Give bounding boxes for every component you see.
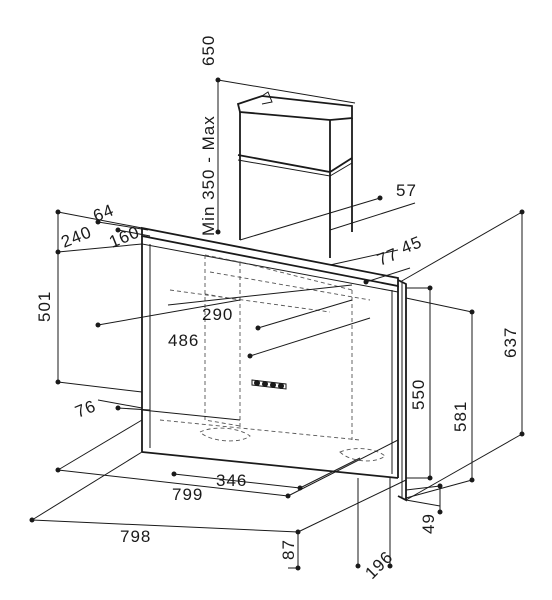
label-290: 290: [202, 305, 233, 324]
label-77: 77: [374, 244, 401, 269]
label-486: 486: [168, 331, 199, 350]
hood-body: [141, 226, 407, 502]
label-501: 501: [35, 291, 54, 322]
label-637: 637: [501, 327, 520, 358]
label-581: 581: [451, 401, 470, 432]
label-346: 346: [216, 471, 247, 490]
label-799: 799: [172, 485, 203, 504]
label-chimney-max: 650: [199, 35, 218, 66]
label-196: 196: [361, 547, 397, 583]
label-550: 550: [409, 379, 428, 410]
control-button-icon: [254, 380, 260, 386]
label-240: 240: [58, 222, 94, 251]
label-chimney-range: Min 350 - Max: [199, 115, 218, 236]
label-798: 798: [120, 527, 151, 546]
label-64: 64: [90, 200, 117, 225]
label-45: 45: [398, 232, 425, 257]
control-button-icon: [270, 382, 276, 388]
label-87: 87: [279, 539, 298, 560]
label-57: 57: [396, 181, 417, 200]
chimney: [236, 91, 353, 258]
control-button-icon: [278, 383, 284, 389]
label-76: 76: [72, 396, 99, 421]
dimension-labels: 650 Min 350 - Max 240 64 160 501 57 77 4…: [35, 35, 520, 583]
control-button-icon: [262, 381, 268, 387]
label-160: 160: [106, 222, 142, 251]
dimension-lines: [29, 77, 525, 571]
label-49: 49: [419, 513, 438, 534]
